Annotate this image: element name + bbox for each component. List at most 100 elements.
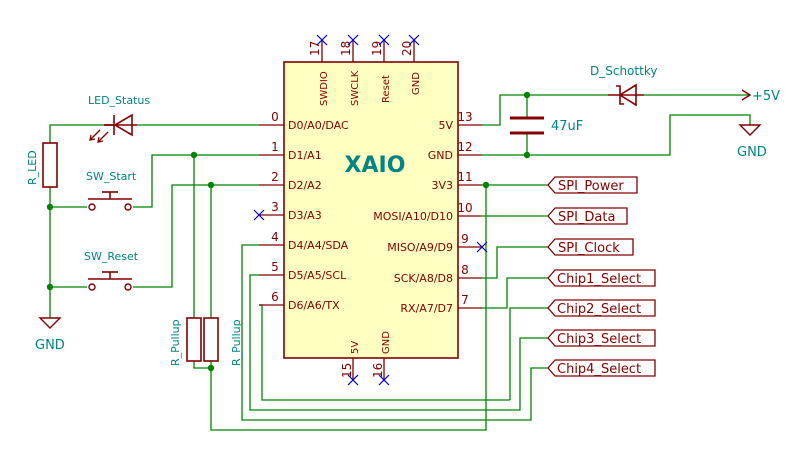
net-label-text: Chip3_Select — [557, 332, 641, 347]
pin-name: GND — [381, 331, 392, 354]
net-label-spi-clock[interactable]: SPI_Clock — [547, 238, 634, 256]
pin-name: MISO/A9/D9 — [387, 241, 453, 254]
gnd-symbol-left: GND — [35, 317, 65, 353]
gnd-left-label: GND — [35, 338, 65, 353]
sw-start-label: SW_Start — [86, 170, 137, 183]
mcu-name: XAIO — [345, 153, 406, 178]
pin-name: D5/A5/SCL — [288, 269, 347, 282]
no-connect-icon — [253, 209, 265, 221]
net-label-text: Chip2_Select — [557, 302, 641, 317]
ground-icon — [38, 317, 62, 329]
pin-number: 11 — [457, 170, 472, 184]
light-arrows-icon — [89, 129, 109, 143]
no-connect-icon — [316, 34, 328, 46]
pin-name: D4/A4/SDA — [288, 239, 349, 252]
net-label-chip1-select[interactable]: Chip1_Select — [547, 269, 656, 287]
resistor-body — [186, 317, 202, 362]
junctions — [46, 91, 531, 372]
capacitor-47uf[interactable]: 47uF — [510, 116, 583, 135]
power-5v-symbol: +5V — [741, 89, 780, 104]
pin-name: RX/A7/D7 — [400, 302, 453, 315]
pin-number: 10 — [457, 201, 472, 215]
gnd-right-label: GND — [737, 145, 767, 160]
r-pullup-2-label: R_Pullup — [230, 319, 243, 366]
ground-icon — [738, 124, 762, 136]
pin-number: 19 — [370, 41, 384, 56]
pin-name: SWCLK — [350, 70, 361, 106]
vplus-label: +5V — [752, 89, 780, 104]
capacitor-label: 47uF — [551, 119, 583, 134]
pin-name: D3/A3 — [288, 209, 322, 222]
junction-dot — [207, 364, 215, 372]
net-label-text: SPI_Clock — [558, 241, 620, 256]
no-connect-icon — [408, 34, 420, 46]
no-connect-icon — [347, 374, 359, 386]
mcu-bottom-pins: 15 16 5V GND — [340, 331, 392, 380]
pin-number: 8 — [461, 263, 469, 277]
net-label-text: Chip1_Select — [557, 272, 641, 287]
pin-number: 20 — [400, 41, 414, 56]
led-status[interactable]: LED_Status — [88, 94, 150, 143]
net-label-chip2-select[interactable]: Chip2_Select — [547, 299, 656, 317]
led-icon — [113, 113, 133, 137]
pin-name: SWDIO — [319, 71, 330, 106]
pin-number: 0 — [271, 110, 279, 124]
pin-name: SCK/A8/D8 — [394, 272, 453, 285]
junction-dot — [523, 91, 531, 99]
pin-number: 16 — [371, 363, 385, 378]
led-label: LED_Status — [88, 94, 150, 107]
net-label-text: Chip4_Select — [557, 362, 641, 377]
resistor-r-pullup-2[interactable]: R_Pullup — [203, 317, 243, 366]
net-label-chip4-select[interactable]: Chip4_Select — [547, 359, 656, 377]
diode-schottky[interactable]: D_Schottky — [590, 64, 657, 107]
mcu-left-pins: 0 1 2 3 4 5 6 D0/A0/DAC D1/A1 D2/A2 D3/A… — [259, 110, 349, 312]
no-connect-icon — [347, 34, 359, 46]
pin-number: 1 — [271, 140, 279, 154]
pin-number: 7 — [461, 293, 469, 307]
mcu-xiao[interactable]: XAIO 0 1 2 3 4 5 6 D0/A0/DAC D1/A1 D2/A2… — [259, 40, 482, 380]
pin-number: 15 — [340, 363, 354, 378]
no-connect-icon — [476, 241, 488, 253]
pin-number: 4 — [271, 230, 279, 244]
pin-number: 3 — [271, 200, 279, 214]
net-label-spi-data[interactable]: SPI_Data — [547, 207, 628, 225]
switch-sw-reset[interactable]: SW_Reset — [84, 250, 139, 291]
resistor-body — [42, 142, 58, 188]
sw-reset-label: SW_Reset — [84, 250, 139, 263]
resistor-r-pullup-1[interactable]: R_Pullup — [169, 317, 202, 366]
pin-name: 3V3 — [431, 179, 453, 192]
pin-name: 5V — [350, 341, 361, 354]
wires — [49, 94, 751, 431]
junction-dot — [46, 283, 54, 291]
junction-dot — [482, 181, 490, 189]
net-label-spi-power[interactable]: SPI_Power — [547, 176, 638, 194]
junction-dot — [190, 151, 198, 159]
net-label-chip3-select[interactable]: Chip3_Select — [547, 329, 656, 347]
pin-name: GND — [411, 72, 422, 95]
gnd-symbol-right: GND — [737, 124, 767, 160]
resistor-body — [203, 317, 219, 362]
no-connect-icon — [378, 34, 390, 46]
mcu-body — [283, 61, 459, 359]
resistor-r-led[interactable]: R_LED — [26, 142, 58, 188]
pin-name: D2/A2 — [288, 179, 322, 192]
no-connect-icon — [378, 374, 390, 386]
net-label-text: SPI_Power — [558, 179, 624, 194]
diode-icon — [618, 83, 637, 107]
pin-name: D6/A6/TX — [288, 299, 340, 312]
switch-sw-start[interactable]: SW_Start — [86, 170, 137, 211]
pin-name: MOSI/A10/D10 — [373, 210, 453, 223]
no-connect-markers — [253, 34, 488, 386]
arrow-right-icon — [741, 89, 752, 101]
pin-name: D0/A0/DAC — [288, 119, 349, 132]
pin-number: 9 — [461, 232, 469, 246]
pin-number: 13 — [457, 110, 472, 124]
pin-number: 2 — [271, 170, 279, 184]
pin-number: 17 — [308, 41, 322, 56]
junction-dot — [207, 181, 215, 189]
pin-name: GND — [428, 149, 453, 162]
pin-name: 5V — [438, 119, 453, 132]
pin-name: Reset — [381, 75, 392, 103]
